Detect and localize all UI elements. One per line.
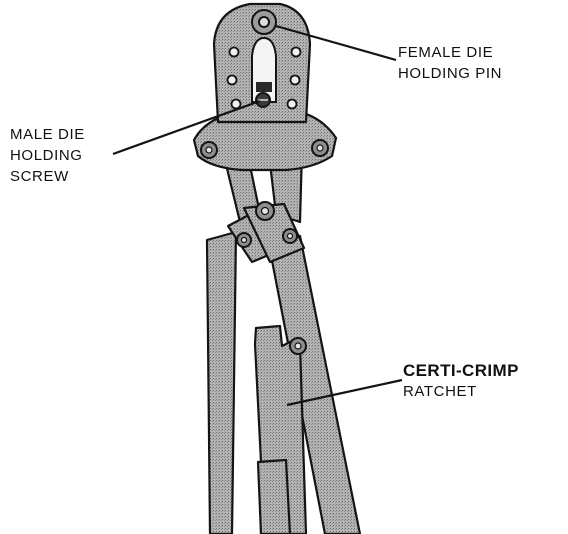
male-die-screw-label-line2: HOLDING	[10, 145, 85, 166]
ratchet-label-line2: RATCHET	[403, 381, 519, 402]
female-die-pin-label-line2: HOLDING PIN	[398, 63, 502, 84]
female-die-pin-label-line1: FEMALE DIE	[398, 42, 502, 63]
male-die-screw-label: MALE DIE HOLDING SCREW	[10, 124, 85, 187]
female-die-pin	[252, 10, 276, 34]
ratchet-label: CERTI-CRIMP RATCHET	[403, 360, 519, 402]
male-die-screw	[256, 93, 270, 107]
left-handle	[207, 232, 236, 534]
male-die-screw-label-line3: SCREW	[10, 166, 85, 187]
ratchet-label-line1: CERTI-CRIMP	[403, 360, 519, 381]
male-die-screw-label-line1: MALE DIE	[10, 124, 85, 145]
ratchet-notch	[258, 460, 290, 534]
female-die-pin-label: FEMALE DIE HOLDING PIN	[398, 42, 502, 84]
